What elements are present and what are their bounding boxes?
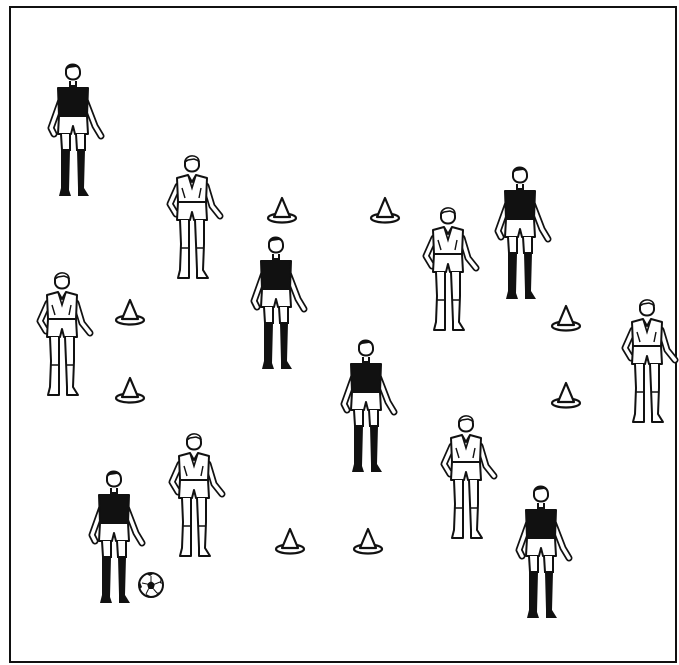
soccer-ball-icon bbox=[139, 573, 163, 597]
